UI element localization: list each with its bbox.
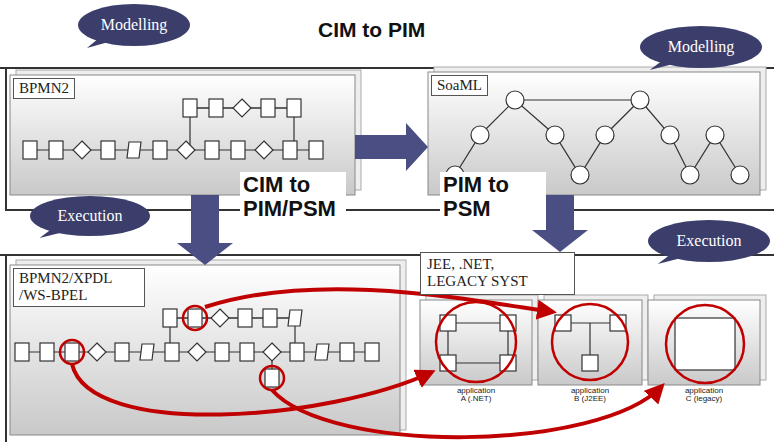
component-box	[675, 318, 735, 370]
task-box	[163, 309, 177, 327]
node-text: BPMN2	[13, 78, 75, 99]
service-link	[455, 100, 740, 175]
task-box	[23, 141, 37, 159]
task-box	[309, 141, 323, 159]
task-box	[65, 343, 79, 361]
gateway-diamond	[73, 141, 91, 159]
transformation-label: PIM to PSM	[440, 172, 546, 222]
service-circle	[506, 91, 524, 109]
service-circle	[706, 126, 724, 144]
message-shape	[315, 344, 329, 360]
node-text: Modelling	[101, 16, 168, 34]
application-box: application C (legacy)	[648, 300, 760, 385]
process-shapes	[15, 91, 749, 387]
task-box	[240, 343, 254, 361]
application-label: application B (J2EE)	[568, 387, 612, 403]
speech-bubble: Execution	[30, 196, 150, 236]
task-box	[115, 343, 129, 361]
speech-bubble: Modelling	[640, 26, 762, 68]
task-box	[215, 343, 229, 361]
service-circle	[596, 126, 614, 144]
task-box	[165, 343, 179, 361]
gateway-diamond	[188, 343, 206, 361]
highlight-circle	[552, 304, 628, 380]
gateway-diamond	[233, 99, 251, 117]
gateway-diamond	[263, 343, 281, 361]
mapping-arrow	[272, 386, 662, 437]
box-face	[538, 300, 642, 385]
node-text: BPMN2/XPDL /WS-BPEL	[13, 268, 145, 307]
block-arrow	[177, 195, 233, 265]
task-box	[209, 99, 223, 117]
task-box	[365, 343, 379, 361]
boxes-3d	[10, 67, 766, 435]
task-box	[290, 343, 304, 361]
task-box	[188, 309, 202, 327]
task-box	[263, 309, 277, 327]
highlight-circle	[666, 305, 744, 383]
gateway-diamond	[177, 141, 195, 159]
speech-bubble: Execution	[648, 220, 770, 262]
task-box	[183, 99, 197, 117]
bubble-ellipse	[640, 26, 762, 68]
gateway-diamond	[255, 141, 273, 159]
component-box	[440, 315, 456, 331]
service-circle	[471, 126, 489, 144]
title: CIM to PIM	[318, 18, 425, 42]
node-text: SoaML	[431, 75, 488, 96]
node-text: Execution	[58, 207, 123, 225]
service-circle	[681, 166, 699, 184]
highlight-circle	[60, 340, 84, 364]
box-face	[648, 300, 760, 385]
task-box	[231, 141, 245, 159]
highlight-circle	[260, 366, 284, 390]
transformation-label: CIM to PIM/PSM	[240, 172, 346, 222]
service-circle	[661, 126, 679, 144]
app-link	[448, 323, 508, 363]
bubble-ellipse	[30, 196, 150, 236]
model-box: BPMN2/XPDL /WS-BPEL	[10, 265, 400, 435]
panel-frames	[0, 68, 774, 442]
mapping-arrow	[72, 364, 432, 415]
gateway-diamond	[88, 343, 106, 361]
service-circle	[571, 166, 589, 184]
node-text: JEE, .NET, LEGACY SYST	[427, 256, 545, 291]
service-circle	[631, 91, 649, 109]
task-box	[101, 141, 115, 159]
block-arrow	[355, 123, 428, 171]
message-shape	[140, 344, 154, 360]
node-text: Execution	[677, 232, 742, 250]
task-box	[283, 141, 297, 159]
task-box	[340, 343, 354, 361]
service-circle	[731, 166, 749, 184]
component-box	[582, 355, 598, 371]
speech-bubble: Modelling	[78, 4, 190, 46]
node-text: Modelling	[668, 38, 735, 56]
box-face	[420, 300, 532, 385]
highlight-circle	[183, 306, 207, 330]
red-highlights	[60, 289, 744, 437]
message-shape	[288, 310, 302, 326]
task-box	[153, 141, 167, 159]
task-box	[49, 141, 63, 159]
task-box	[287, 99, 301, 117]
gateway-diamond	[211, 309, 229, 327]
application-box: application A (.NET)	[420, 300, 532, 385]
message-shape	[127, 142, 141, 158]
task-box	[238, 309, 252, 327]
task-box	[15, 343, 29, 361]
service-circle	[546, 126, 564, 144]
task-box	[265, 369, 279, 387]
task-box	[261, 99, 275, 117]
platform-label: JEE, .NET, LEGACY SYST	[420, 252, 575, 295]
application-label: application C (legacy)	[682, 387, 726, 403]
task-box	[40, 343, 54, 361]
application-box: application B (J2EE)	[538, 300, 642, 385]
bubble-ellipse	[648, 220, 770, 262]
highlight-circle	[436, 302, 516, 382]
bubble-ellipse	[78, 4, 190, 46]
application-label: application A (.NET)	[454, 387, 498, 403]
task-box	[205, 141, 219, 159]
